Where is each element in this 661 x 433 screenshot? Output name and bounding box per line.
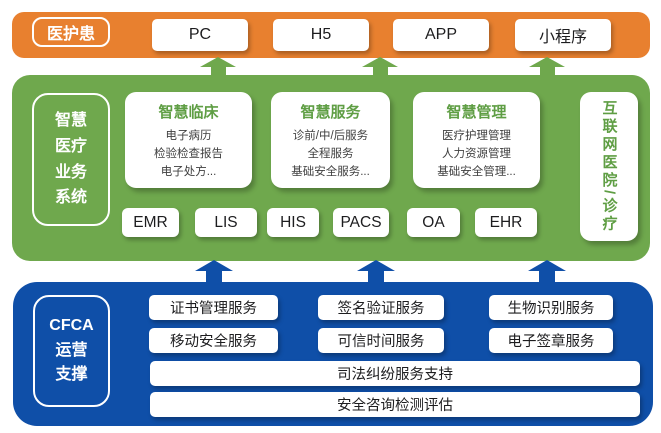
service-electronic-seal: 电子签章服务	[489, 328, 613, 353]
card-body: 诊前/中/后服务 全程服务 基础安全服务...	[291, 130, 370, 178]
card-title: 智慧服务	[300, 104, 361, 121]
card-smart-service: 智慧服务 诊前/中/后服务 全程服务 基础安全服务...	[271, 92, 390, 188]
green-up-arrow-icon	[529, 57, 565, 75]
service-mobile-security: 移动安全服务	[149, 328, 278, 353]
green-up-arrow-icon	[200, 57, 236, 75]
service-trusted-time: 可信时间服务	[318, 328, 444, 353]
blue-up-arrow-icon	[528, 260, 566, 282]
middle-band-label: 智慧 医疗 业务 系统	[32, 93, 110, 226]
system-emr: EMR	[122, 208, 179, 237]
system-pacs: PACS	[333, 208, 389, 237]
card-internet-hospital-label: 互联网医院/诊疗	[600, 99, 618, 234]
system-oa: OA	[407, 208, 460, 237]
card-smart-management: 智慧管理 医疗护理管理 人力资源管理 基础安全管理...	[413, 92, 540, 188]
system-his: HIS	[267, 208, 319, 237]
top-band-users: 医护患 PC H5 APP 小程序	[12, 12, 650, 58]
card-title: 智慧临床	[158, 104, 219, 121]
blue-up-arrow-icon	[195, 260, 233, 282]
service-judicial-dispute-support: 司法纠纷服务支持	[150, 361, 640, 386]
green-up-arrow-icon	[362, 57, 398, 75]
service-certificate-management: 证书管理服务	[149, 295, 278, 320]
service-biometric-recognition: 生物识别服务	[489, 295, 613, 320]
top-band-label: 医护患	[32, 17, 110, 47]
system-lis: LIS	[195, 208, 257, 237]
channel-pc: PC	[152, 19, 248, 51]
service-signature-verification: 签名验证服务	[318, 295, 444, 320]
channel-h5: H5	[273, 19, 369, 51]
channel-app: APP	[393, 19, 489, 51]
card-body: 医疗护理管理 人力资源管理 基础安全管理...	[437, 130, 516, 178]
card-internet-hospital: 互联网医院/诊疗	[580, 92, 638, 241]
system-ehr: EHR	[475, 208, 537, 237]
middle-band-business-systems: 智慧 医疗 业务 系统 智慧临床 电子病历 检验检查报告 电子处方... 智慧服…	[12, 75, 650, 261]
bottom-band-cfca-support: CFCA 运营 支撑 证书管理服务 签名验证服务 生物识别服务 移动安全服务 可…	[13, 282, 653, 426]
card-title: 智慧管理	[446, 104, 507, 121]
channel-miniprogram: 小程序	[515, 19, 611, 51]
card-smart-clinical: 智慧临床 电子病历 检验检查报告 电子处方...	[125, 92, 252, 188]
bottom-band-label: CFCA 运营 支撑	[33, 295, 110, 407]
card-body: 电子病历 检验检查报告 电子处方...	[154, 130, 223, 178]
service-security-consulting-assessment: 安全咨询检测评估	[150, 392, 640, 417]
blue-up-arrow-icon	[357, 260, 395, 282]
